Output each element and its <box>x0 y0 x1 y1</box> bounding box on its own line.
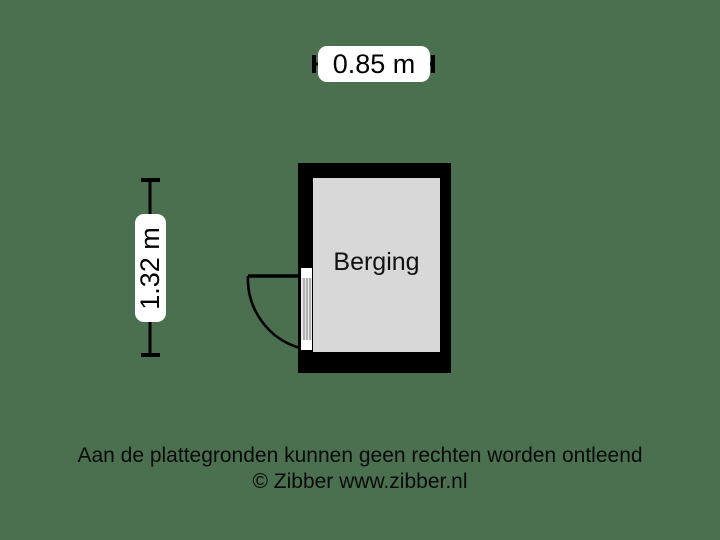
door-swing-arc <box>246 275 301 350</box>
dimension-height-text: 1.32 m <box>135 226 166 310</box>
door-left-wall <box>246 266 313 352</box>
footer-disclaimer: Aan de plattegronden kunnen geen rechten… <box>0 443 720 495</box>
door-jamb-top <box>301 268 312 280</box>
footer-copyright-line: © Zibber www.zibber.nl <box>252 470 468 493</box>
footer-disclaimer-line1: Aan de plattegronden kunnen geen rechten… <box>77 444 643 467</box>
dimension-label-width: 0.85 m <box>318 46 430 82</box>
door-jamb-bottom <box>301 338 312 350</box>
dimension-width-text: 0.85 m <box>332 48 416 79</box>
room-berging <box>298 163 451 373</box>
dimension-label-height: 1.32 m <box>135 214 166 322</box>
room-interior <box>313 178 440 352</box>
room-label-berging: Berging <box>333 248 420 276</box>
